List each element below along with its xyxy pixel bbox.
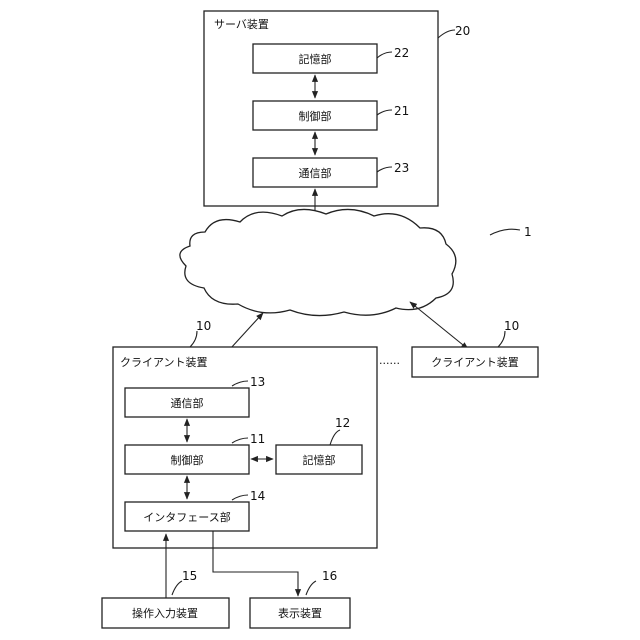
client-storage-ref: 12 (335, 416, 350, 430)
server-device: サーバ装置 20 記憶部 22 制御部 21 通信部 23 (204, 11, 470, 206)
client-interface-ref: 14 (250, 489, 265, 503)
other-client-ref: 10 (504, 319, 519, 333)
server-control-ref: 21 (394, 104, 409, 118)
display-device-label: 表示装置 (278, 606, 322, 620)
client-ref-number: 10 (196, 319, 211, 333)
other-client-label: クライアント装置 (431, 356, 519, 369)
server-ref-leader (438, 30, 455, 38)
input-device-leader (172, 581, 182, 595)
input-device-label: 操作入力装置 (132, 606, 198, 620)
system-ref-leader (490, 229, 520, 235)
system-ref-number: 1 (524, 225, 532, 239)
client-device: クライアント装置 10 通信部 13 制御部 11 記憶部 12 インタフェース… (113, 319, 377, 548)
client-control-label: 制御部 (171, 453, 204, 467)
client-control-ref: 11 (250, 432, 265, 446)
server-ref-number: 20 (455, 24, 470, 38)
other-client-leader (498, 331, 505, 347)
server-comm-label: 通信部 (299, 166, 332, 180)
server-control-label: 制御部 (299, 109, 332, 123)
client-storage-label: 記憶部 (303, 453, 336, 467)
client-comm-ref: 13 (250, 375, 265, 389)
client-interface-label: インタフェース部 (143, 510, 230, 524)
client-comm-label: 通信部 (171, 396, 204, 410)
client-ref-leader (190, 331, 197, 347)
ellipsis-dots: ······ (379, 357, 400, 370)
server-storage-label: 記憶部 (299, 52, 332, 66)
arrow-network-other-client (410, 302, 468, 349)
server-comm-ref: 23 (394, 161, 409, 175)
display-device-ref: 16 (322, 569, 337, 583)
server-device-title: サーバ装置 (214, 18, 269, 31)
network-cloud-icon (180, 209, 456, 315)
input-device-ref: 15 (182, 569, 197, 583)
client-device-title: クライアント装置 (120, 356, 208, 369)
server-storage-ref: 22 (394, 46, 409, 60)
display-device-leader (306, 581, 316, 595)
